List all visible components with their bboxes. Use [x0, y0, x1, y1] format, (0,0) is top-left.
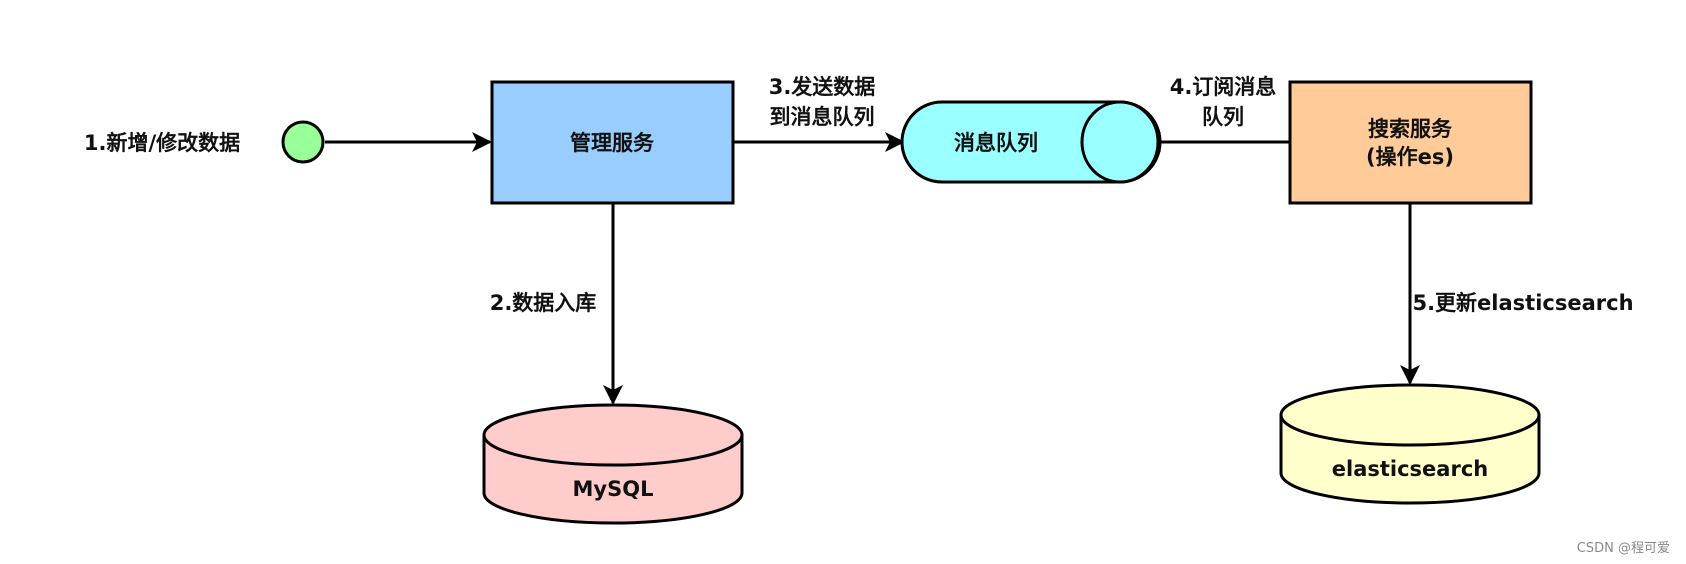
search-service-box: [1288, 80, 1533, 205]
mgmt-service-box: [490, 80, 735, 205]
search-service-label-line2: (操作es): [1366, 145, 1454, 169]
elasticsearch-db-label: elasticsearch: [1332, 457, 1488, 481]
elasticsearch-db-node: [1279, 383, 1541, 505]
mysql-db-rim: [482, 434, 744, 467]
mysql-db-label: MySQL: [573, 477, 654, 501]
mgmt-service-label: 管理服务: [570, 131, 655, 155]
message-queue-label: 消息队列: [954, 131, 1038, 155]
elasticsearch-db-rim: [1279, 414, 1541, 447]
edge-label-step5: 5.更新elasticsearch: [1412, 291, 1633, 315]
message-queue-node: [900, 100, 1162, 184]
edge-label-step4-line1: 4.订阅消息: [1170, 75, 1277, 99]
edge-label-step4-line2: 队列: [1202, 105, 1244, 129]
edge-label-step1: 1.新增/修改数据: [84, 131, 240, 155]
watermark: CSDN @程可爱: [1577, 541, 1670, 556]
mysql-db-node: [482, 403, 744, 525]
edge-label-step3-line2: 到消息队列: [770, 105, 875, 129]
start-node: [281, 120, 325, 164]
message-queue-cap: [1080, 100, 1160, 184]
search-service-label-line1: 搜索服务: [1368, 117, 1453, 141]
edge-label-step2: 2.数据入库: [490, 291, 597, 315]
edge-label-step3-line1: 3.发送数据: [769, 75, 876, 99]
